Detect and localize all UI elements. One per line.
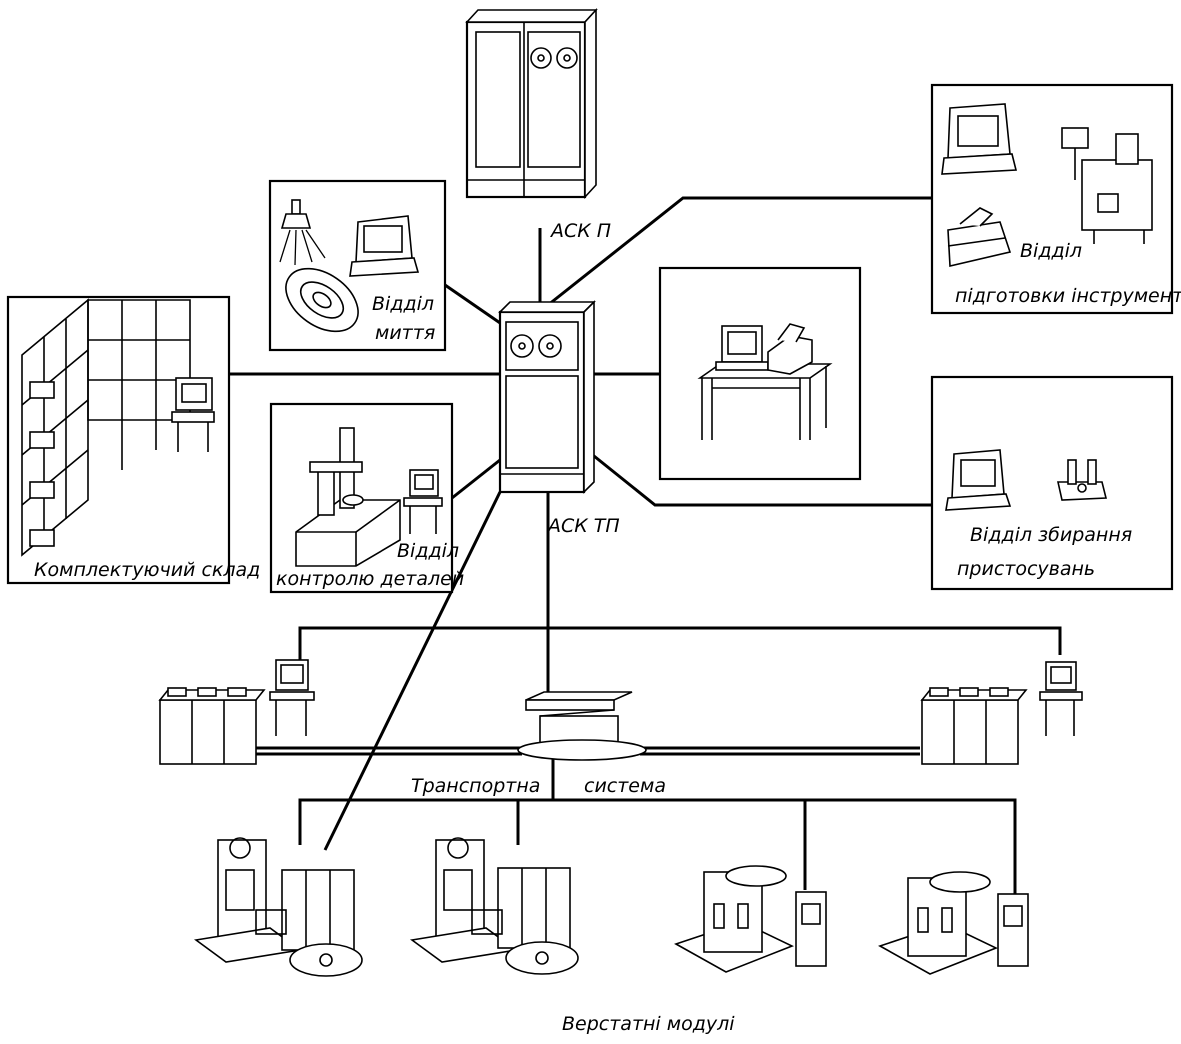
fixture-terminal-icon <box>946 450 1010 510</box>
tool-prep-label-2: підготовки інструменту <box>955 285 1181 307</box>
tool-prep-terminal-icon <box>942 104 1016 174</box>
fixture-dept-box: Відділ збирання пристосувань <box>932 377 1172 589</box>
washing-label-2: миття <box>375 322 435 344</box>
tool-prep-label-1: Відділ <box>1020 240 1082 262</box>
left-transport-terminal-icon <box>270 660 314 736</box>
link-washing <box>445 285 503 325</box>
inspection-dept-box: Відділ контролю деталей <box>271 404 464 592</box>
warehouse-box: Комплектуючий склад <box>8 297 260 583</box>
machine-module-2-icon <box>412 838 578 974</box>
washing-terminal-icon <box>350 216 418 276</box>
tool-prep-dept-box: Відділ підготовки інструменту <box>932 85 1181 313</box>
fixture-label-1: Відділ збирання <box>970 524 1132 546</box>
transport-label-2: система <box>584 775 666 797</box>
ask-tp-label: АСК ТП <box>546 515 620 537</box>
operator-terminal-icon <box>716 326 768 370</box>
operator-station-box <box>660 268 860 479</box>
right-storage-cabinets-icon <box>922 688 1026 764</box>
ask-p-label: АСК П <box>549 220 611 242</box>
transport-label-1: Транспортна <box>411 775 540 797</box>
fixture-label-2: пристосувань <box>957 558 1095 580</box>
left-storage-cabinets-icon <box>160 688 264 764</box>
ask-tp-computer-icon <box>500 302 594 492</box>
inspection-label-2: контролю деталей <box>276 568 464 590</box>
washing-dept-box: Відділ миття <box>270 181 445 350</box>
transport-cart-icon <box>518 692 646 760</box>
washing-label-1: Відділ <box>372 293 434 315</box>
machine-module-4-icon <box>880 872 1028 974</box>
right-transport-terminal-icon <box>1040 662 1082 736</box>
ask-p-computer-icon <box>467 10 596 197</box>
machine-module-1-icon <box>196 838 362 976</box>
machine-modules-label: Верстатні модулі <box>562 1013 735 1035</box>
inspection-label-1: Відділ <box>397 540 459 562</box>
warehouse-label: Комплектуючий склад <box>34 559 260 581</box>
link-inspection <box>452 460 500 498</box>
